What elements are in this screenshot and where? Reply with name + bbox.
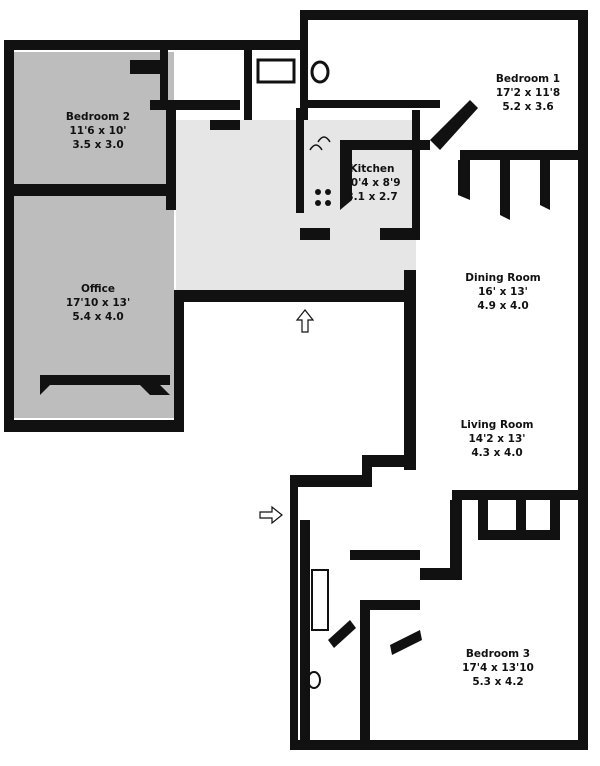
- bathtub-icon: [256, 58, 296, 84]
- entry-arrow-right-icon: [259, 505, 283, 525]
- room-name: Bedroom 2: [66, 111, 130, 123]
- room-label-bedroom-1: Bedroom 1 17'2 x 11'8 5.2 x 3.6: [496, 73, 560, 113]
- toilet-icon: [310, 60, 330, 84]
- room-name: Office: [81, 283, 115, 295]
- room-name: Bedroom 1: [496, 73, 560, 85]
- room-dimensions-metric: 4.9 x 4.0: [477, 300, 528, 312]
- room-label-office: Office 17'10 x 13' 5.4 x 4.0: [66, 283, 130, 323]
- room-dimensions-imperial: 10'4 x 8'9: [343, 177, 400, 189]
- kitchen-stove-icon: [315, 189, 331, 206]
- room-dimensions-metric: 3.5 x 3.0: [72, 139, 123, 151]
- room-name: Living Room: [461, 419, 534, 431]
- room-label-kitchen: Kitchen 10'4 x 8'9 3.1 x 2.7: [343, 163, 400, 203]
- entry-arrow-up-icon: [295, 309, 315, 333]
- room-label-bedroom-3: Bedroom 3 17'4 x 13'10 5.3 x 4.2: [462, 648, 534, 688]
- bathtub-icon-2: [311, 569, 329, 631]
- room-dimensions-imperial: 17'4 x 13'10: [462, 662, 534, 674]
- room-dimensions-imperial: 16' x 13': [478, 286, 528, 298]
- room-dimensions-imperial: 17'2 x 11'8: [496, 87, 560, 99]
- room-name: Kitchen: [349, 163, 394, 175]
- room-dimensions-imperial: 14'2 x 13': [468, 433, 525, 445]
- room-name: Bedroom 3: [466, 648, 530, 660]
- kitchen-sink-icon: [309, 136, 331, 151]
- room-dimensions-metric: 5.4 x 4.0: [72, 311, 123, 323]
- room-dimensions-imperial: 11'6 x 10': [69, 125, 126, 137]
- room-label-bedroom-2: Bedroom 2 11'6 x 10' 3.5 x 3.0: [66, 111, 130, 151]
- room-dimensions-metric: 5.3 x 4.2: [472, 676, 523, 688]
- toilet-icon-2: [307, 671, 321, 689]
- room-dimensions-imperial: 17'10 x 13': [66, 297, 130, 309]
- room-dimensions-metric: 5.2 x 3.6: [502, 101, 553, 113]
- room-name: Dining Room: [465, 272, 541, 284]
- room-label-dining-room: Dining Room 16' x 13' 4.9 x 4.0: [465, 272, 541, 312]
- room-label-living-room: Living Room 14'2 x 13' 4.3 x 4.0: [461, 419, 534, 459]
- room-dimensions-metric: 4.3 x 4.0: [471, 447, 522, 459]
- walls: [4, 10, 588, 750]
- room-dimensions-metric: 3.1 x 2.7: [346, 191, 397, 203]
